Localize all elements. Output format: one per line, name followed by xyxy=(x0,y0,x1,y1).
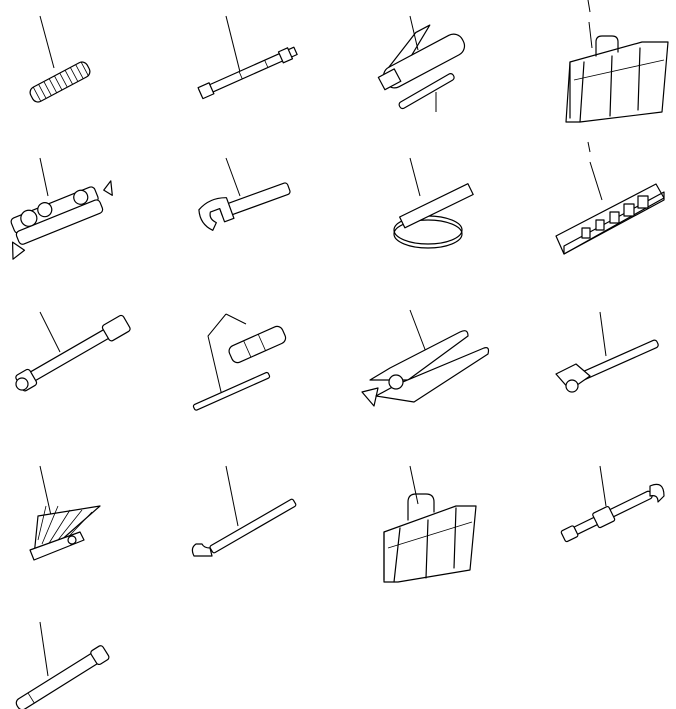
screwdriver-icon xyxy=(192,313,287,411)
spark-plug-wrench-icon xyxy=(15,311,131,392)
feeler-gauge-icon xyxy=(29,465,101,561)
extension-bar-icon xyxy=(197,15,298,100)
filter-wrench-icon xyxy=(393,157,474,249)
pliers-icon xyxy=(361,309,490,407)
adjustable-wrench-icon xyxy=(198,157,291,231)
grease-nozzle-extension-icon xyxy=(560,465,665,543)
pry-bar-icon xyxy=(191,465,297,557)
grease-gun-icon xyxy=(377,15,466,112)
tool-bag-icon xyxy=(565,0,669,123)
hammer-icon xyxy=(555,311,659,393)
tool-bag-large-icon xyxy=(383,465,477,583)
tire-gauge-icon xyxy=(15,621,110,709)
socket-set-case-icon xyxy=(555,141,665,255)
coil-spring-icon xyxy=(29,15,91,103)
wrench-set-icon xyxy=(10,157,113,260)
